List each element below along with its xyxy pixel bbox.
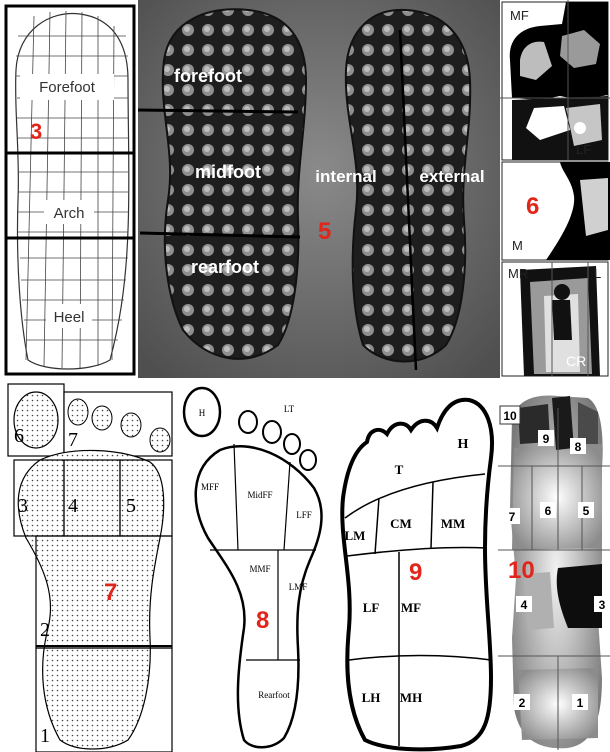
zone-5: 5 — [126, 495, 136, 517]
label-internal: internal — [315, 167, 376, 186]
label-lff: LFF — [296, 510, 312, 520]
label-lh: LH — [362, 690, 381, 705]
panel-10-pressure-zones: 10 9 8 7 6 5 10 4 3 2 1 — [498, 378, 610, 752]
panel-number-5: 5 — [318, 218, 331, 245]
panel-5-sole-photo: forefoot midfoot rearfoot internal exter… — [138, 0, 500, 378]
label-t: T — [395, 462, 404, 477]
label-lf-9: LF — [363, 600, 380, 615]
zone-3-p10: 3 — [599, 598, 606, 612]
panel-8-outline-zones: H LT MFF MidFF LFF MMF LMF 8 Rearfoot — [180, 378, 335, 752]
zone-7-p10: 7 — [509, 510, 516, 524]
label-midfoot: midfoot — [195, 162, 261, 182]
label-arch: Arch — [54, 205, 85, 222]
label-heel: Heel — [54, 309, 85, 326]
label-rearfoot: rearfoot — [191, 257, 259, 277]
zone-6: 6 — [14, 425, 24, 447]
panel-number-10: 10 — [508, 557, 535, 584]
panel-number-7: 7 — [104, 579, 117, 606]
panel-number-9: 9 — [409, 559, 422, 586]
zone-1-p10: 1 — [577, 696, 584, 710]
label-rearfoot-8: Rearfoot — [258, 690, 290, 700]
zone-2-p10: 2 — [519, 696, 526, 710]
zone-3: 3 — [18, 495, 28, 517]
label-lmf: LMF — [289, 582, 308, 592]
label-mh: MH — [400, 690, 422, 705]
zone-2: 2 — [40, 619, 50, 641]
left-sole — [163, 9, 306, 359]
label-external: external — [419, 167, 484, 186]
zone-1: 1 — [40, 725, 50, 747]
zone-7: 7 — [68, 429, 78, 451]
panel-9-outline-zones: H T LM CM MM 9 LF MF LH MH — [335, 378, 498, 752]
label-mff: MFF — [201, 482, 219, 492]
zone-5-p10: 5 — [583, 504, 590, 518]
zone-4-p10: 4 — [521, 598, 528, 612]
label-forefoot-photo: forefoot — [174, 66, 242, 86]
panel-7-dotted-zones: 6 7 3 4 5 7 2 1 — [0, 378, 180, 752]
zone-6-p10: 6 — [545, 504, 552, 518]
label-cm: CM — [390, 516, 412, 531]
panel-number-6: 6 — [526, 193, 539, 220]
label-mf: MF — [510, 8, 529, 23]
label-lm: LM — [345, 528, 366, 543]
panel-6-pressure-map: MF LF 6 M MR L CR — [500, 0, 610, 378]
panel-number-8: 8 — [256, 607, 269, 634]
zone-9: 9 — [543, 432, 550, 446]
label-cr: CR — [566, 353, 586, 369]
panel-3-grid-insole: Forefoot 3 Arch Heel — [0, 0, 138, 378]
label-lt: LT — [284, 404, 295, 414]
panel-number-3: 3 — [30, 119, 42, 144]
label-mr: MR — [508, 266, 528, 281]
zone-10: 10 — [503, 409, 517, 423]
label-mmf: MMF — [249, 564, 270, 574]
zone-8: 8 — [575, 440, 582, 454]
label-forefoot: Forefoot — [39, 79, 96, 96]
zone-4: 4 — [68, 495, 78, 517]
label-mm: MM — [441, 516, 466, 531]
label-l: L — [594, 266, 601, 281]
label-m: M — [512, 238, 523, 253]
label-midff: MidFF — [247, 490, 272, 500]
label-h-8: H — [199, 408, 206, 418]
label-mf-9: MF — [401, 600, 421, 615]
label-h-9: H — [458, 437, 469, 452]
label-lf: LF — [576, 142, 591, 157]
